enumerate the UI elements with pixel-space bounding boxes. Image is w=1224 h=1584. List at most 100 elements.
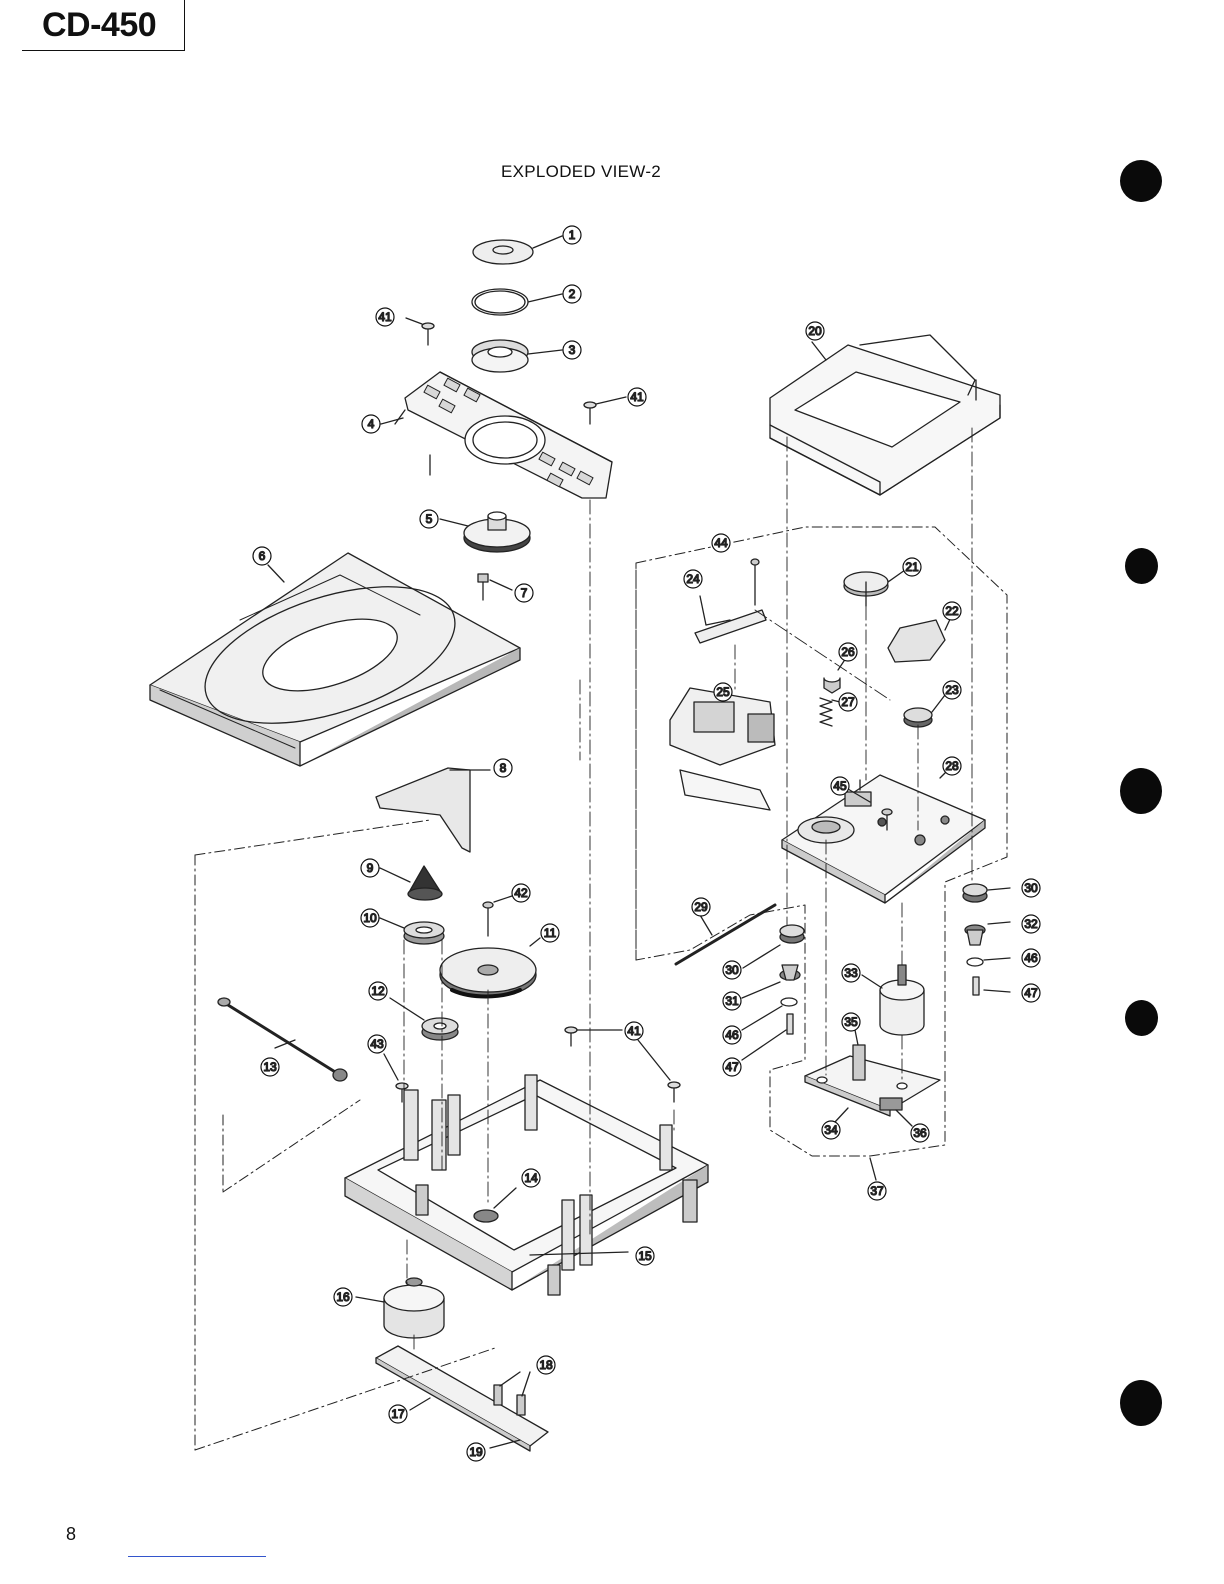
- svg-text:19: 19: [469, 1445, 483, 1459]
- callout-22: 22: [943, 602, 961, 620]
- callout-33: 33: [842, 964, 860, 982]
- callout-15: 15: [636, 1247, 654, 1265]
- svg-text:21: 21: [905, 560, 919, 574]
- svg-text:30: 30: [1024, 881, 1038, 895]
- small-gear-part: [904, 695, 945, 727]
- spindle-motor-part: [862, 965, 924, 1035]
- svg-text:18: 18: [539, 1358, 553, 1372]
- spring-part: [820, 655, 848, 726]
- loading-motor-part: [356, 1278, 444, 1338]
- cone-part: [380, 866, 442, 900]
- callout-44: 44: [712, 534, 730, 552]
- callout-11: 11: [541, 924, 559, 942]
- callout-35: 35: [842, 1013, 860, 1031]
- callout-17: 17: [389, 1405, 407, 1423]
- callout-32: 32: [1022, 915, 1040, 933]
- svg-text:6: 6: [259, 549, 266, 563]
- callout-10: 10: [361, 909, 379, 927]
- svg-text:10: 10: [363, 911, 377, 925]
- motor-bracket-part: [376, 1346, 548, 1451]
- callout-34: 34: [822, 1121, 840, 1139]
- clamper-magnet-part: [472, 340, 562, 372]
- gear-part: [390, 998, 458, 1040]
- svg-text:33: 33: [844, 966, 858, 980]
- svg-text:8: 8: [500, 761, 507, 775]
- svg-text:44: 44: [714, 536, 728, 550]
- svg-text:47: 47: [1024, 986, 1038, 1000]
- page-number: 8: [66, 1524, 76, 1545]
- clamper-plate-part: [473, 236, 562, 264]
- callout-41: 41: [625, 1022, 643, 1040]
- footer-rule: [128, 1556, 266, 1557]
- svg-text:7: 7: [521, 586, 528, 600]
- svg-text:45: 45: [833, 779, 847, 793]
- svg-text:13: 13: [263, 1060, 277, 1074]
- motor-board-part: [805, 1030, 940, 1180]
- callout-46: 46: [1022, 949, 1040, 967]
- svg-text:1: 1: [569, 228, 576, 242]
- callout-16: 16: [334, 1288, 352, 1306]
- callout-30: 30: [723, 961, 741, 979]
- svg-text:35: 35: [844, 1015, 858, 1029]
- callout-12: 12: [369, 982, 387, 1000]
- svg-text:46: 46: [725, 1028, 739, 1042]
- drive-gear-part: [844, 570, 905, 606]
- clamper-holder-part: [395, 372, 612, 498]
- callout-7: 7: [515, 584, 533, 602]
- pulley-part: [380, 918, 444, 944]
- disc-tray-part: [150, 553, 520, 766]
- callout-46: 46: [723, 1026, 741, 1044]
- callout-47: 47: [723, 1058, 741, 1076]
- svg-text:47: 47: [725, 1060, 739, 1074]
- screw-part: [584, 397, 626, 424]
- callout-2: 2: [563, 285, 581, 303]
- svg-text:42: 42: [514, 886, 528, 900]
- svg-text:12: 12: [371, 984, 385, 998]
- svg-text:41: 41: [627, 1024, 641, 1038]
- callout-24: 24: [684, 570, 702, 588]
- svg-text:11: 11: [544, 926, 557, 940]
- screw-part: [406, 318, 434, 345]
- tray-guide-part: [376, 768, 490, 852]
- callout-25: 25: [714, 683, 732, 701]
- callout-43: 43: [368, 1035, 386, 1053]
- callout-21: 21: [903, 558, 921, 576]
- svg-text:31: 31: [725, 994, 739, 1008]
- callout-1: 1: [563, 226, 581, 244]
- damper-part: [963, 884, 1010, 995]
- callout-4: 4: [362, 415, 380, 433]
- svg-text:37: 37: [870, 1184, 884, 1198]
- damper-part: [742, 925, 804, 1060]
- svg-text:32: 32: [1024, 917, 1038, 931]
- svg-text:29: 29: [694, 900, 708, 914]
- callout-37: 37: [868, 1182, 886, 1200]
- svg-text:5: 5: [426, 512, 433, 526]
- callout-3: 3: [563, 341, 581, 359]
- svg-text:17: 17: [391, 1407, 405, 1421]
- callout-31: 31: [723, 992, 741, 1010]
- callout-18: 18: [537, 1356, 555, 1374]
- callout-41: 41: [376, 308, 394, 326]
- callout-8: 8: [494, 759, 512, 777]
- callout-23: 23: [943, 681, 961, 699]
- svg-text:27: 27: [841, 695, 855, 709]
- callout-47: 47: [1022, 984, 1040, 1002]
- callout-6: 6: [253, 547, 271, 565]
- svg-text:23: 23: [945, 683, 959, 697]
- svg-text:9: 9: [367, 861, 374, 875]
- svg-text:22: 22: [945, 604, 959, 618]
- main-board-part: [782, 770, 985, 903]
- svg-text:43: 43: [370, 1037, 384, 1051]
- svg-text:24: 24: [686, 572, 700, 586]
- callout-13: 13: [261, 1058, 279, 1076]
- svg-text:2: 2: [569, 287, 576, 301]
- worm-shaft-part: [218, 998, 347, 1081]
- guide-shaft-part: [676, 905, 775, 964]
- callout-26: 26: [839, 643, 857, 661]
- svg-text:15: 15: [638, 1249, 652, 1263]
- callout-14: 14: [522, 1169, 540, 1187]
- svg-text:20: 20: [808, 324, 822, 338]
- svg-text:4: 4: [368, 417, 375, 431]
- callout-28: 28: [943, 757, 961, 775]
